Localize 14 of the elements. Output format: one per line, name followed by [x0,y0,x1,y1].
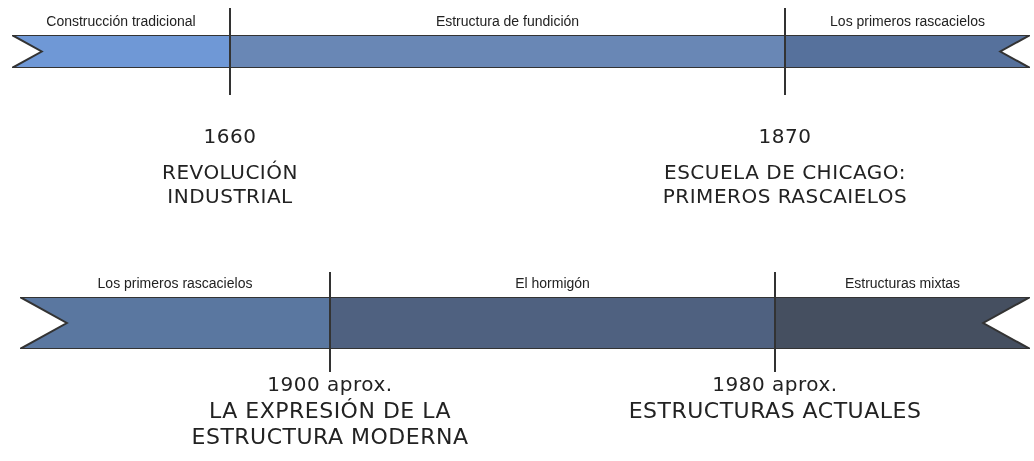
period-label: Estructuras mixtas [843,275,962,291]
year-label: 1980 aprox. [711,372,839,396]
year-label: 1660 [202,124,258,148]
period-label: Estructura de fundición [434,13,581,29]
event-label: ESTRUCTURAS ACTUALES [627,398,923,425]
event-label: ESCUELA DE CHICAGO: PRIMEROS RASCAIELOS [661,160,909,208]
period-label: Construcción tradicional [45,13,197,29]
event-label: REVOLUCIÓN INDUSTRIAL [161,160,299,208]
period-label: Los primeros rascacielos [829,13,986,29]
period-label: El hormigón [514,275,591,291]
year-label: 1870 [757,124,813,148]
event-label: LA EXPRESIÓN DE LA ESTRUCTURA MODERNA [190,398,470,451]
year-label: 1900 aprox. [266,372,394,396]
period-label: Los primeros rascacielos [96,275,254,291]
